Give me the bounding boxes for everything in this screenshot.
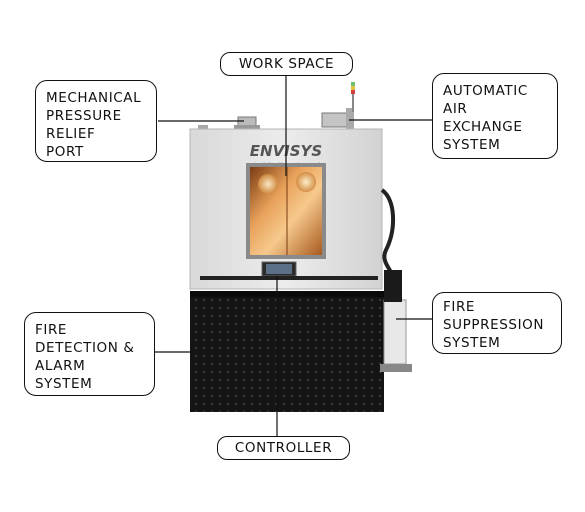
signal-tower-icon — [351, 82, 355, 112]
label-mechanical-port: MECHANICAL PRESSURE RELIEF PORT — [35, 80, 157, 162]
label-fire-detection: FIRE DETECTION & ALARM SYSTEM — [24, 312, 155, 396]
door-handle — [200, 276, 378, 280]
controller-panel — [261, 261, 297, 277]
top-fitting — [198, 125, 208, 130]
label-controller: CONTROLLER — [217, 436, 350, 460]
suppression-unit — [380, 270, 412, 372]
label-fire-suppression: FIRE SUPPRESSION SYSTEM — [432, 292, 562, 354]
alarm-base-cabinet — [190, 291, 384, 412]
air-exchange-fitting — [321, 108, 354, 130]
leader-lines — [154, 75, 432, 436]
work-space-window — [246, 163, 326, 259]
label-work-space: WORK SPACE — [220, 52, 353, 76]
relief-port-fitting — [234, 116, 260, 131]
label-air-exchange: AUTOMATIC AIR EXCHANGE SYSTEM — [432, 73, 558, 159]
